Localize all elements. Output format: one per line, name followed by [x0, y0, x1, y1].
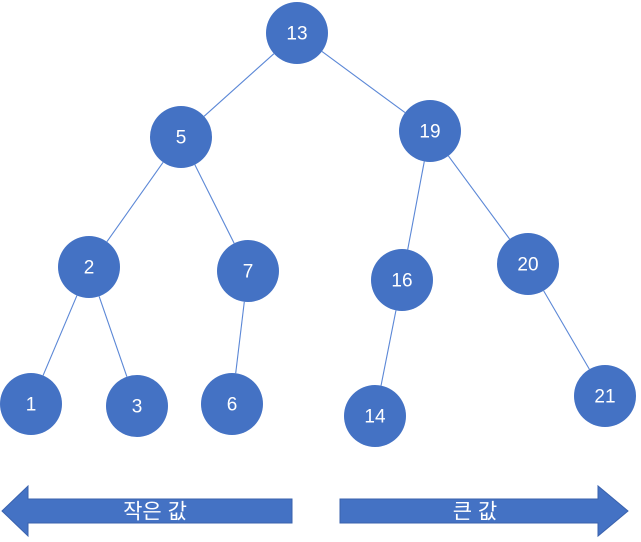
- node-circle-19: [399, 100, 461, 162]
- node-label-7: 7: [243, 262, 254, 283]
- left-arrow: 작은 값: [1, 484, 293, 538]
- tree-node-21[interactable]: 21: [574, 365, 636, 427]
- tree-node-3[interactable]: 3: [106, 375, 168, 437]
- node-label-16: 16: [391, 271, 412, 292]
- node-label-6: 6: [227, 395, 238, 416]
- tree-edge-19-20: [447, 155, 511, 240]
- value-range-arrows-group: 작은 값 큰 값: [1, 484, 629, 538]
- node-circle-7: [217, 240, 279, 302]
- tree-node-7[interactable]: 7: [217, 240, 279, 302]
- left-arrow-label: 작은 값: [123, 501, 187, 524]
- node-label-13: 13: [286, 24, 307, 45]
- node-label-20: 20: [517, 255, 538, 276]
- tree-edge-13-19: [321, 50, 406, 114]
- tree-node-20[interactable]: 20: [497, 233, 559, 295]
- tree-edges-group: [42, 50, 590, 386]
- node-circle-14: [344, 385, 406, 447]
- tree-edge-7-6: [235, 301, 245, 374]
- node-label-19: 19: [419, 122, 440, 143]
- node-circle-16: [371, 249, 433, 311]
- node-label-14: 14: [364, 407, 386, 428]
- tree-node-13[interactable]: 13: [266, 2, 328, 64]
- node-circle-2: [58, 236, 120, 298]
- node-circle-20: [497, 233, 559, 295]
- tree-edge-16-14: [380, 310, 397, 386]
- node-circle-21: [574, 365, 636, 427]
- tree-edge-5-2: [106, 161, 164, 243]
- tree-node-2[interactable]: 2: [58, 236, 120, 298]
- tree-edge-13-5: [203, 53, 275, 117]
- tree-node-1[interactable]: 1: [0, 373, 62, 435]
- tree-node-5[interactable]: 5: [150, 106, 212, 168]
- tree-node-6[interactable]: 6: [201, 373, 263, 435]
- node-label-2: 2: [84, 258, 95, 279]
- tree-edge-19-16: [407, 161, 425, 250]
- right-arrow-shape: [339, 484, 629, 538]
- node-label-5: 5: [176, 128, 187, 149]
- tree-edge-20-21: [543, 290, 590, 370]
- tree-node-14[interactable]: 14: [344, 385, 406, 447]
- node-circle-1: [0, 373, 62, 435]
- tree-node-19[interactable]: 19: [399, 100, 461, 162]
- node-circle-6: [201, 373, 263, 435]
- node-circle-3: [106, 375, 168, 437]
- node-label-21: 21: [594, 387, 615, 408]
- node-circle-5: [150, 106, 212, 168]
- tree-edge-5-7: [194, 164, 235, 244]
- tree-node-16[interactable]: 16: [371, 249, 433, 311]
- left-arrow-shape: [1, 484, 293, 538]
- tree-edge-2-3: [98, 296, 128, 377]
- right-arrow: 큰 값: [339, 484, 629, 538]
- right-arrow-label: 큰 값: [453, 501, 497, 524]
- node-label-3: 3: [132, 397, 143, 418]
- node-label-1: 1: [26, 395, 37, 416]
- node-circle-13: [266, 2, 328, 64]
- tree-edge-2-1: [42, 295, 78, 376]
